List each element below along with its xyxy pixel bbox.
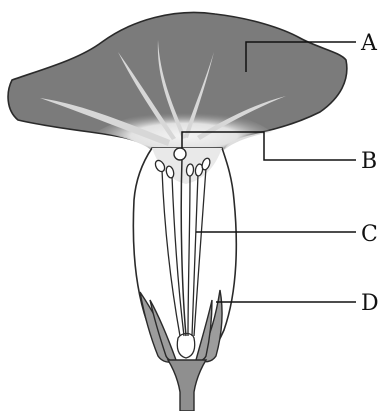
label-c: C <box>361 224 378 246</box>
ovary <box>177 334 194 359</box>
label-a: A <box>361 33 377 55</box>
label-b: B <box>361 151 377 173</box>
label-d: D <box>361 293 379 315</box>
stigma <box>174 148 186 160</box>
stem <box>168 360 206 411</box>
